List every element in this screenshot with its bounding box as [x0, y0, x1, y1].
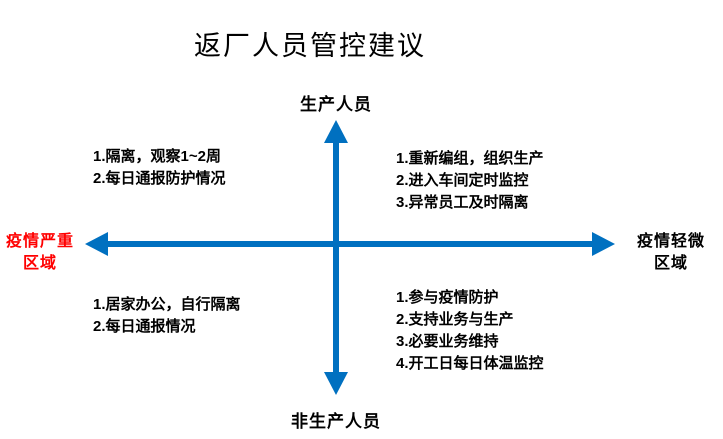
right-arrowhead-icon — [592, 232, 615, 256]
axis-label-mild-line2: 区域 — [653, 255, 688, 272]
quadrant-item: 3.必要业务维持 — [396, 333, 499, 350]
quadrant-item: 1.居家办公，自行隔离 — [93, 296, 241, 313]
quadrant-item: 2.每日通报防护情况 — [93, 170, 226, 187]
quadrant-item: 4.开工日每日体温监控 — [396, 355, 544, 372]
quadrant-item: 2.每日通报情况 — [93, 318, 196, 335]
quadrant-bottom-left-list: 1.居家办公，自行隔离 2.每日通报情况 — [93, 294, 241, 338]
quadrant-item: 1.隔离，观察1~2周 — [93, 148, 221, 165]
horizontal-axis-line — [104, 241, 596, 247]
quadrant-item: 3.异常员工及时隔离 — [396, 194, 529, 211]
axis-label-severe-line1: 疫情严重 — [5, 233, 74, 250]
page-title: 返厂人员管控建议 — [194, 31, 426, 61]
quadrant-item: 1.重新编组，组织生产 — [396, 150, 544, 167]
vertical-axis-line — [333, 139, 339, 378]
quadrant-item: 1.参与疫情防护 — [396, 289, 499, 306]
quadrant-item: 2.进入车间定时监控 — [396, 172, 529, 189]
axis-label-severe-epidemic-area: 疫情严重 区域 — [0, 231, 80, 275]
axis-label-severe-line2: 区域 — [22, 255, 57, 272]
axis-label-non-production-staff: 非生产人员 — [291, 412, 381, 431]
axis-label-mild-line1: 疫情轻微 — [636, 233, 705, 250]
quadrant-bottom-right-list: 1.参与疫情防护 2.支持业务与生产 3.必要业务维持 4.开工日每日体温监控 — [396, 287, 544, 375]
quadrant-top-right-list: 1.重新编组，组织生产 2.进入车间定时监控 3.异常员工及时隔离 — [396, 148, 544, 214]
axis-label-production-staff: 生产人员 — [300, 95, 372, 114]
down-arrowhead-icon — [324, 372, 348, 395]
up-arrowhead-icon — [324, 120, 348, 143]
quadrant-top-left-list: 1.隔离，观察1~2周 2.每日通报防护情况 — [93, 146, 226, 190]
left-arrowhead-icon — [85, 232, 108, 256]
axis-label-mild-epidemic-area: 疫情轻微 区域 — [624, 231, 718, 275]
quadrant-item: 2.支持业务与生产 — [396, 311, 514, 328]
